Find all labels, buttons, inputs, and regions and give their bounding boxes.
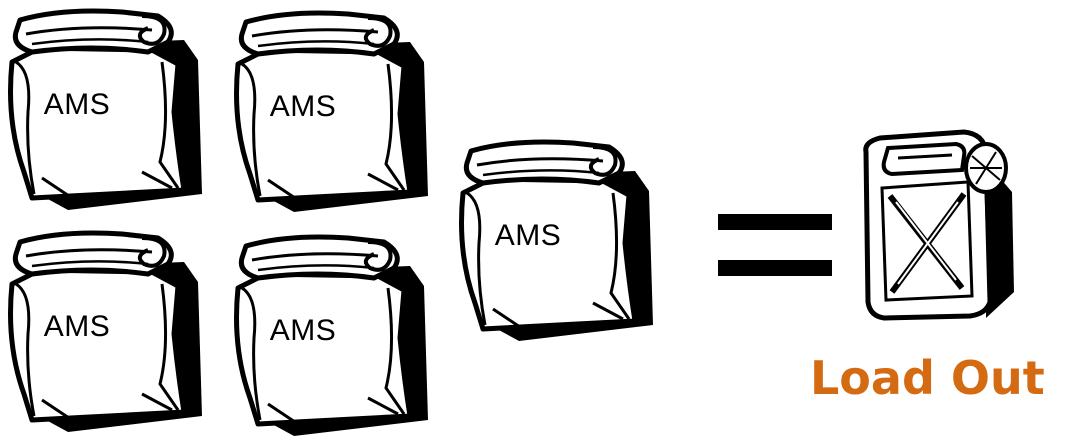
bag-label: AMS <box>228 314 378 348</box>
jerrycan-icon <box>836 122 1036 322</box>
bag-label: AMS <box>453 219 603 253</box>
bag-label: AMS <box>228 90 378 124</box>
bag-label: AMS <box>2 88 152 122</box>
equals-bar-bottom <box>718 260 832 276</box>
ams-bag-1: AMS <box>2 2 212 212</box>
ams-bag-3: AMS <box>2 224 212 434</box>
equals-sign <box>718 214 832 276</box>
ams-bag-2: AMS <box>228 4 438 214</box>
load-out-label: Load Out <box>810 350 1092 406</box>
bag-label: AMS <box>2 310 152 344</box>
ams-bag-5: AMS <box>453 133 663 343</box>
equals-bar-top <box>718 214 832 230</box>
ams-bag-4: AMS <box>228 228 438 438</box>
